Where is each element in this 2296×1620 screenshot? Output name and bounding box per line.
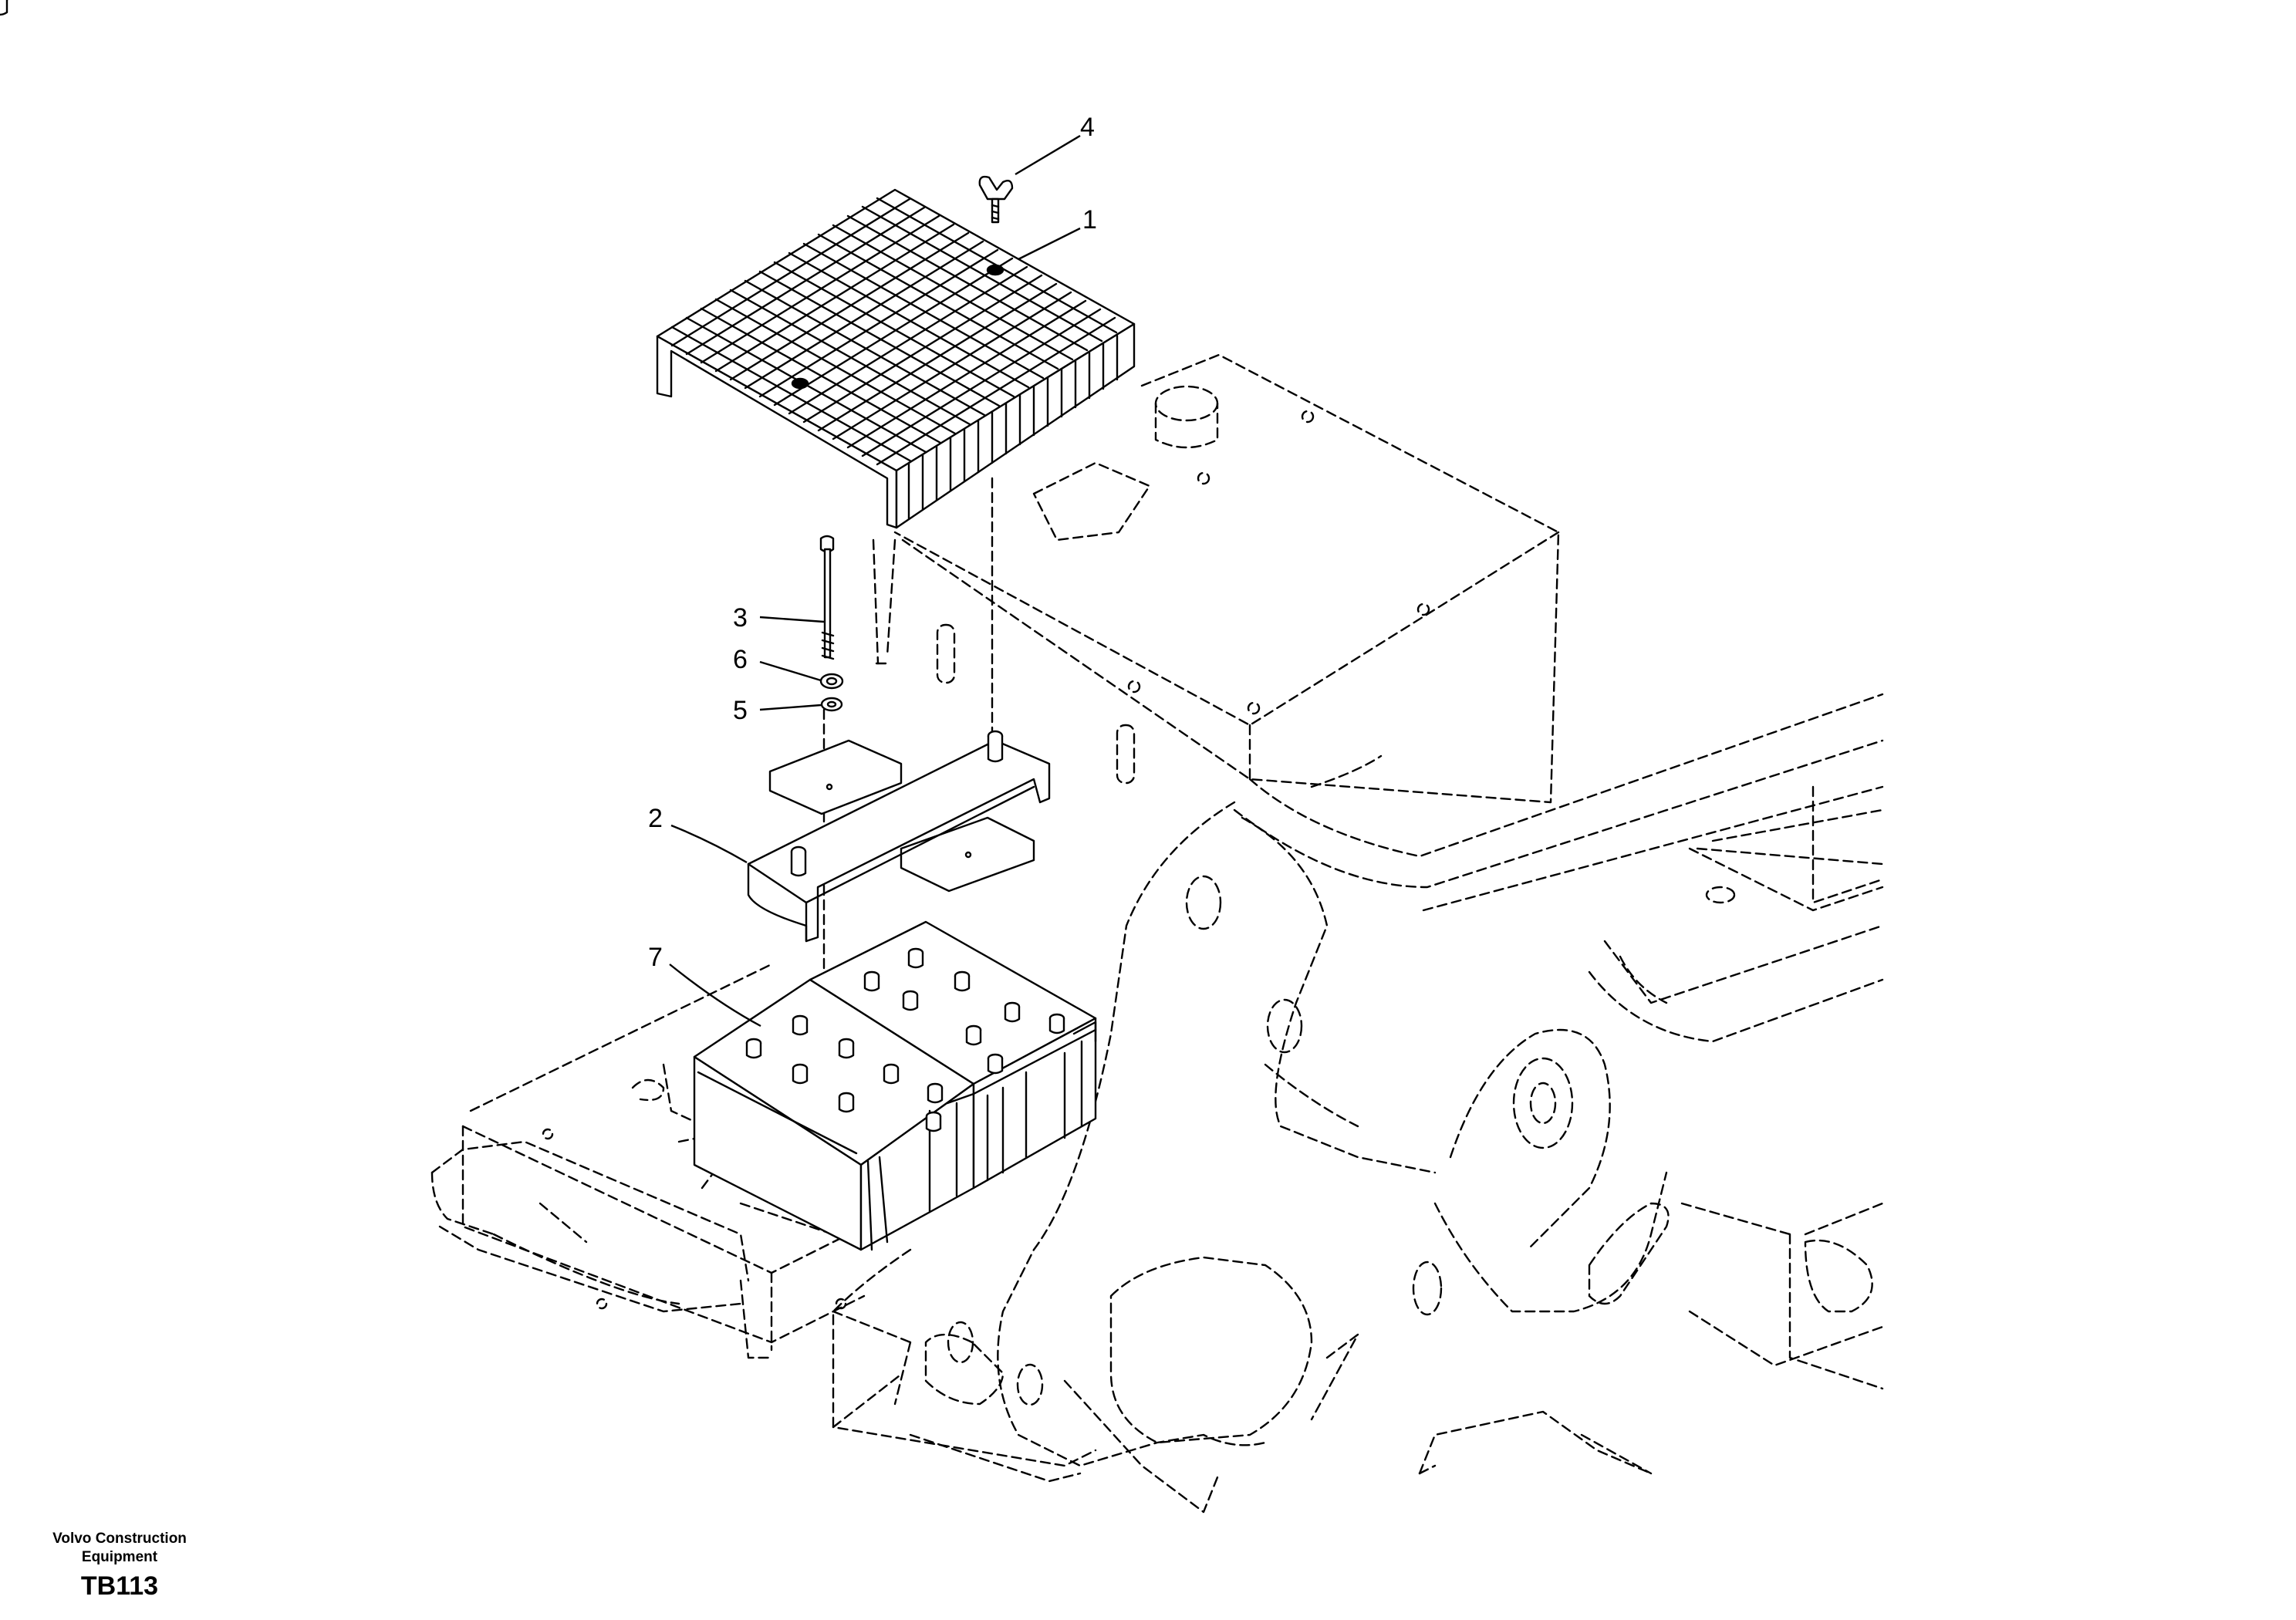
callout-2: 2 [648, 804, 663, 833]
callout-labels: 4 1 3 6 5 2 7 [648, 113, 1097, 972]
nut [820, 697, 843, 712]
spring-washer [819, 673, 844, 690]
assembly-centerlines [822, 477, 994, 989]
callout-7: 7 [648, 943, 663, 972]
battery-holder-bracket [747, 730, 1051, 943]
wing-screw [978, 175, 1014, 224]
grating-grid [670, 197, 1118, 466]
battery-pair [0, 0, 1097, 1251]
machine-frame-outline [430, 353, 1884, 1514]
callout-1: 1 [1082, 205, 1097, 235]
footer-figure-code: TB113 [80, 1571, 159, 1601]
battery-terminal-caps [0, 0, 1065, 1132]
callout-leaders [669, 134, 1081, 1028]
callout-3: 3 [733, 603, 748, 633]
footer-company-name: Volvo Construction Equipment [52, 1531, 187, 1565]
bolt [819, 535, 835, 660]
callout-6: 6 [733, 645, 748, 674]
callout-5: 5 [733, 696, 748, 725]
grating-cover [656, 188, 1136, 529]
callout-4: 4 [1080, 113, 1095, 142]
